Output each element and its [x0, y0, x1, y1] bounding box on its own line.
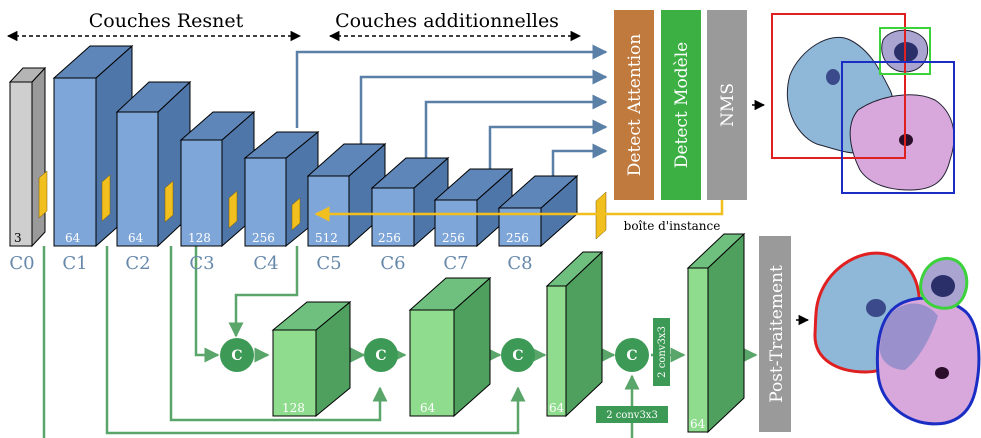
svg-text:256: 256 [506, 231, 529, 245]
detection-feeds [295, 44, 608, 178]
segmentation-output-image [813, 251, 981, 426]
svg-text:128: 128 [188, 231, 211, 245]
instance-box-label: boîte d'instance [624, 219, 721, 233]
conv-label-vertical-box [653, 318, 670, 386]
post-processing-label: Post-Traitement [767, 265, 787, 403]
svg-text:C6: C6 [380, 253, 405, 274]
post-processing-box [759, 236, 791, 432]
svg-text:C0: C0 [9, 253, 34, 274]
detect-model-box [661, 10, 701, 200]
instance-masks [38, 170, 607, 240]
detect-attention-label: Detect Attention [625, 34, 645, 176]
svg-text:C7: C7 [443, 253, 468, 274]
resnet-header: Couches Resnet [89, 10, 244, 32]
svg-text:3: 3 [14, 231, 22, 245]
instance-box-arrow [314, 200, 724, 222]
svg-text:C5: C5 [316, 253, 341, 274]
svg-text:256: 256 [442, 231, 465, 245]
decoder-layers [271, 232, 746, 434]
svg-text:C: C [626, 348, 637, 364]
conv-label-vertical: 2 conv3x3 [657, 326, 668, 378]
svg-text:64: 64 [128, 231, 144, 245]
svg-text:64: 64 [690, 417, 706, 431]
svg-text:128: 128 [282, 401, 305, 415]
conv-label-horizontal-box [596, 406, 668, 423]
channel-numbers: 3 64 64 128 256 512 256 256 256 [14, 231, 529, 245]
nms-box [707, 10, 747, 200]
nms-label: NMS [718, 83, 738, 127]
resnet-layers [8, 44, 579, 248]
detect-attention-box [614, 10, 654, 200]
svg-text:C2: C2 [125, 253, 150, 274]
svg-text:64: 64 [420, 401, 436, 415]
svg-text:C: C [375, 348, 386, 364]
svg-text:C1: C1 [62, 253, 87, 274]
detection-output-image [771, 13, 955, 194]
svg-text:256: 256 [378, 231, 401, 245]
concat-nodes [220, 338, 649, 372]
decoder-channels: 128 64 64 64 [282, 401, 706, 431]
additional-header: Couches additionnelles [335, 10, 559, 32]
concat-labels: C C C C [231, 348, 637, 364]
svg-text:C4: C4 [253, 253, 278, 274]
svg-text:256: 256 [252, 231, 275, 245]
svg-text:C: C [231, 348, 242, 364]
svg-text:C: C [512, 348, 523, 364]
conv-label-horizontal: 2 conv3x3 [606, 410, 658, 421]
svg-text:512: 512 [315, 231, 338, 245]
layer-labels: C0 C1 C2 C3 C4 C5 C6 C7 C8 [9, 253, 532, 274]
svg-text:64: 64 [65, 231, 81, 245]
svg-text:C8: C8 [507, 253, 532, 274]
svg-text:C3: C3 [189, 253, 214, 274]
svg-text:64: 64 [549, 401, 565, 415]
detect-model-label: Detect Modèle [672, 42, 692, 168]
